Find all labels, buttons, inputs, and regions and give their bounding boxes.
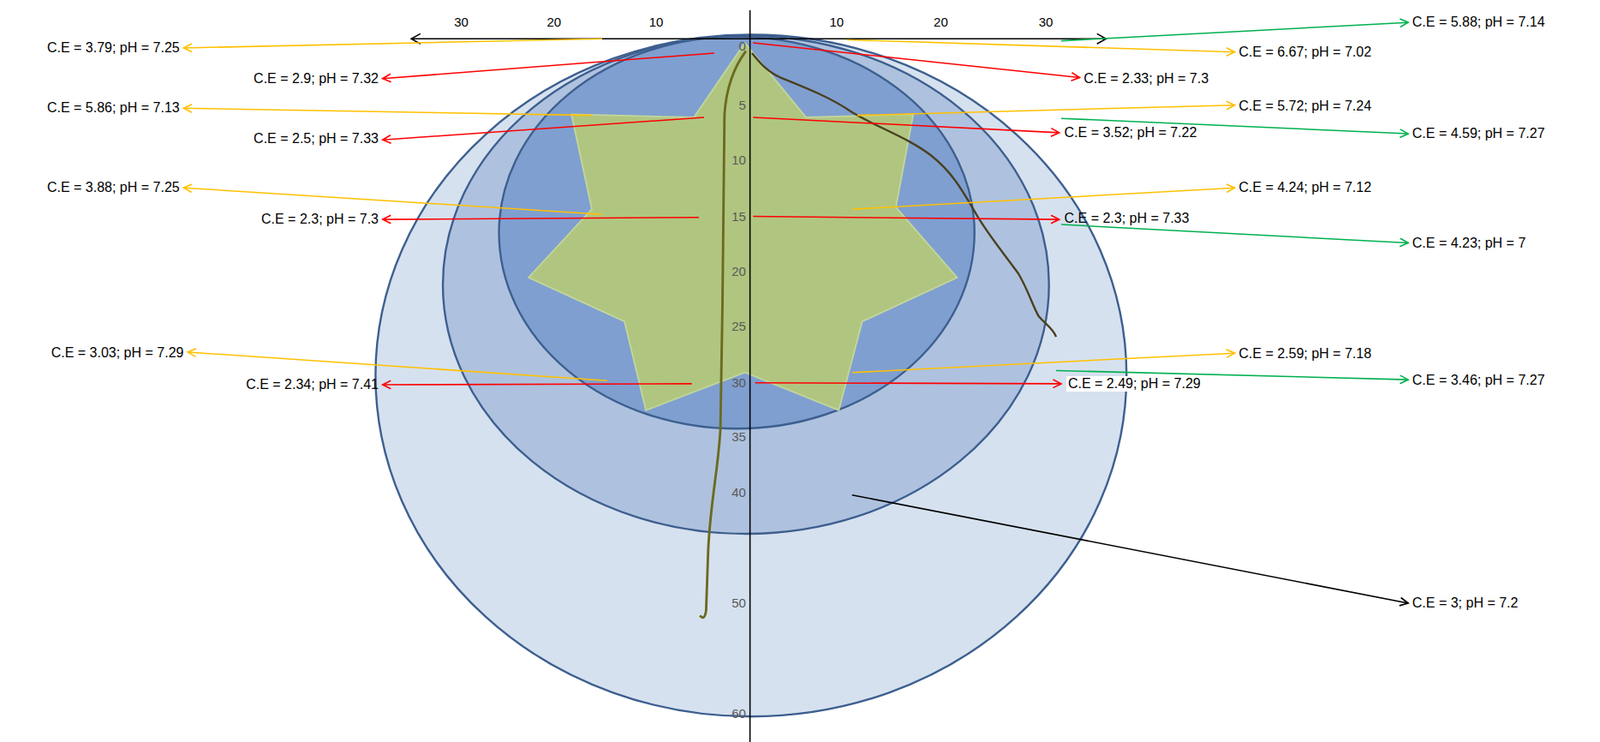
- axis-tick-label: 15: [731, 208, 747, 225]
- measurement-label: C.E = 4.23; pH = 7: [1412, 235, 1527, 251]
- axis-tick-label: 5: [739, 97, 747, 114]
- axis-tick-label: 10: [649, 14, 664, 30]
- measurement-label: C.E = 5.72; pH = 7.24: [1238, 98, 1372, 114]
- axis-tick-label: 20: [933, 14, 949, 30]
- measurement-label: C.E = 3.88; pH = 7.25: [47, 179, 180, 196]
- measurement-label: C.E = 5.86; pH = 7.13: [47, 100, 180, 116]
- axis-tick-label: 25: [731, 318, 747, 335]
- measurement-label: C.E = 2.49; pH = 7.29: [1066, 376, 1203, 392]
- measurement-label: C.E = 3.79; pH = 7.25: [47, 40, 180, 56]
- measurement-label: C.E = 2.9; pH = 7.32: [253, 71, 379, 87]
- main-root: [699, 51, 747, 618]
- axis-tick-label: 10: [731, 152, 747, 168]
- axis-tick-label: 30: [731, 375, 747, 391]
- axis-tick-label: 20: [547, 14, 562, 30]
- axis-tick-label: 50: [731, 595, 747, 611]
- middle-bulb: [442, 35, 1050, 534]
- measurement-label: C.E = 5.88; pH = 7.14: [1412, 14, 1546, 30]
- measurement-label: C.E = 3.52; pH = 7.22: [1064, 125, 1198, 141]
- horizontal-axis: [411, 37, 1105, 40]
- measurement-label: C.E = 2.33; pH = 7.3: [1083, 71, 1209, 87]
- lateral-root: [752, 53, 1057, 337]
- measurement-label: C.E = 2.3; pH = 7.3: [261, 211, 379, 227]
- axis-tick-label: 30: [1038, 14, 1054, 30]
- outer-bulb: [375, 35, 1127, 717]
- measurement-label: C.E = 2.34; pH = 7.41: [245, 376, 379, 393]
- axis-tick-label: 20: [731, 263, 747, 280]
- measurement-label: C.E = 3.46; pH = 7.27: [1412, 372, 1546, 389]
- measurement-label: C.E = 2.59; pH = 7.18: [1238, 346, 1372, 362]
- measurement-label: C.E = 2.3; pH = 7.33: [1064, 210, 1190, 227]
- measurement-label: C.E = 3.03; pH = 7.29: [51, 345, 185, 361]
- measurement-label: C.E = 4.24; pH = 7.12: [1238, 179, 1372, 196]
- vertical-axis: [749, 10, 752, 742]
- measurement-label: C.E = 3; pH = 7.2: [1412, 595, 1519, 611]
- measurement-label: C.E = 2.5; pH = 7.33: [253, 131, 379, 147]
- axis-tick-label: 0: [739, 38, 747, 54]
- axis-tick-label: 40: [731, 484, 747, 501]
- axis-tick-label: 60: [731, 705, 747, 722]
- measurement-label: C.E = 6.67; pH = 7.02: [1238, 44, 1372, 60]
- measurement-label: C.E = 4.59; pH = 7.27: [1412, 125, 1546, 142]
- axis-tick-label: 35: [731, 429, 747, 445]
- leader-lines: [183, 22, 1409, 603]
- root-zone-star: [528, 42, 957, 411]
- axis-tick-label: 10: [829, 14, 845, 30]
- axis-tick-label: 30: [453, 14, 469, 30]
